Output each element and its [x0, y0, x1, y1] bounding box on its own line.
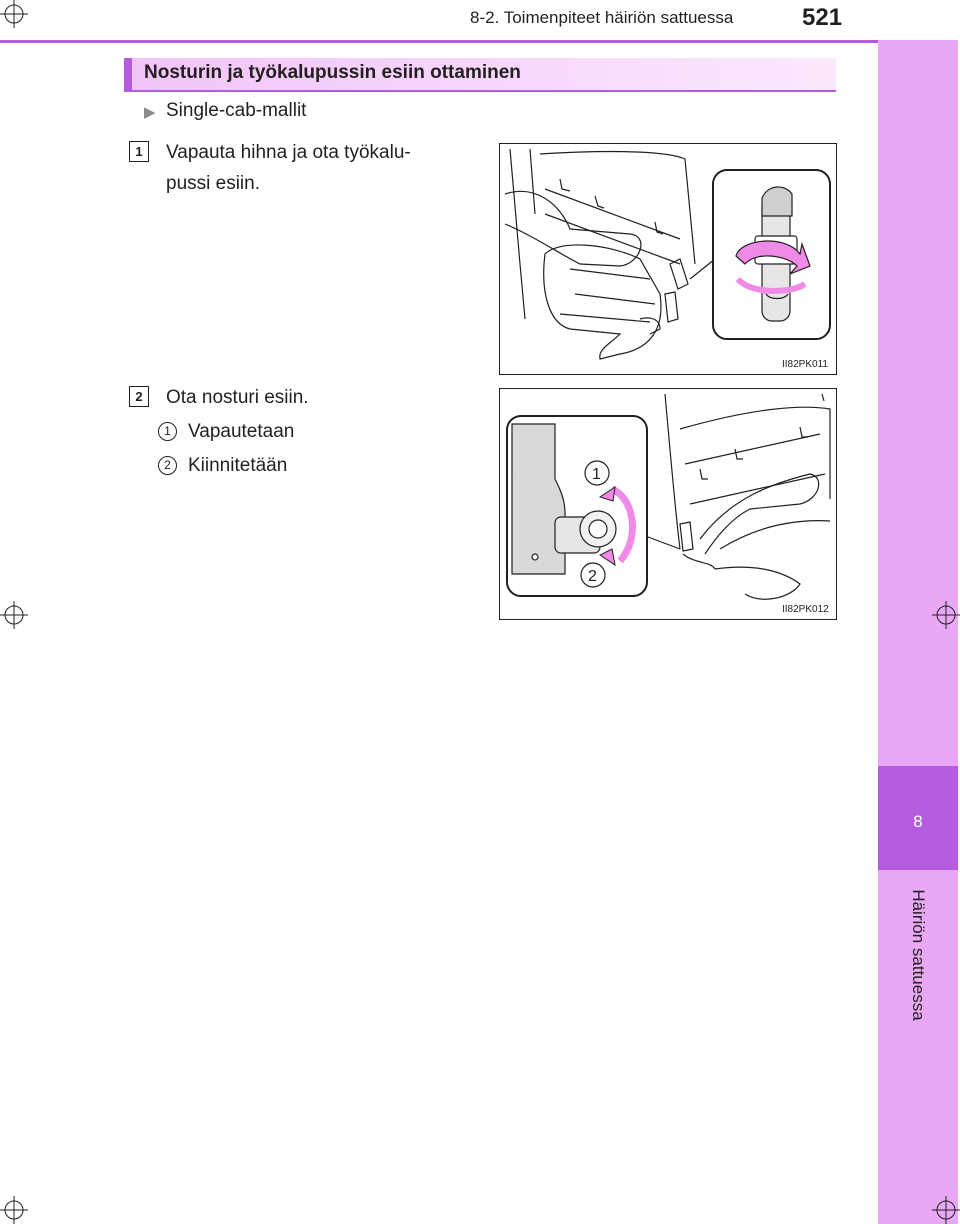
chapter-number-tab: [878, 766, 958, 870]
step-2-text: Ota nosturi esiin.: [166, 387, 309, 408]
jack-illustration: 1 2 II82PK012: [499, 388, 837, 620]
page-number: 521: [802, 4, 843, 31]
sub-item-2-number: 2: [158, 456, 177, 475]
section-title-bar: [124, 58, 836, 92]
running-header: 8-2. Toimenpiteet häiriön sattuessa: [470, 8, 734, 27]
figure-code-2: II82PK012: [782, 604, 829, 615]
callout-1-label: 1: [592, 466, 601, 483]
sub-item-1-label: Vapautetaan: [188, 421, 295, 442]
chapter-number: 8: [913, 812, 923, 831]
model-note: Single-cab-mallit: [166, 100, 307, 121]
sub-item-2-label: Kiinnitetään: [188, 455, 288, 476]
section-title: Nosturin ja työkalupussin esiin ottamine…: [144, 62, 521, 83]
toolbag-illustration: II82PK011: [499, 143, 837, 375]
step-1-number: 1: [129, 141, 149, 162]
sub-item-1-number: 1: [158, 422, 177, 441]
header-rule: [0, 40, 958, 43]
figure-code-1: II82PK011: [782, 359, 828, 370]
callout-2-label: 2: [588, 568, 597, 585]
jack-drawing: 1 2 II82PK012: [506, 393, 831, 615]
step-2-number: 2: [129, 386, 149, 407]
triangle-bullet-icon: ▶: [144, 104, 156, 121]
chapter-side-tab: [878, 40, 958, 1224]
step-1-text-line1: Vapauta hihna ja ota työkalu-: [166, 142, 411, 163]
step-1-text-line2: pussi esiin.: [166, 173, 260, 194]
toolbag-drawing: II82PK011: [504, 148, 831, 370]
